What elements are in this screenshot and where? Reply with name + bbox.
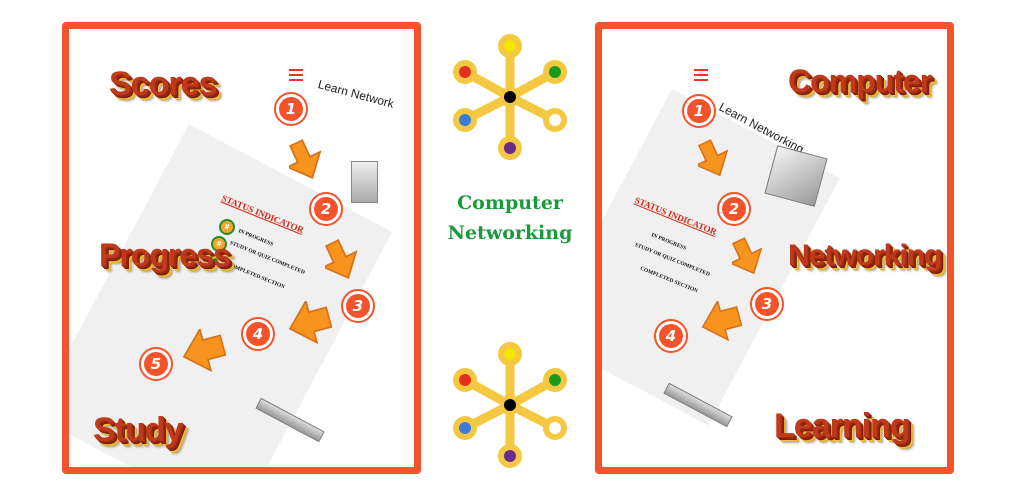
center-title: Computer Networking [440,192,580,244]
step-3[interactable]: 3 [341,289,375,323]
step-2[interactable]: 2 [717,192,751,226]
arrow-icon [288,301,332,345]
arrow-icon [701,301,742,342]
step-1[interactable]: 1 [274,92,308,126]
status-badge-in-progress: # [219,219,235,235]
arrow-icon [732,237,763,275]
step-3[interactable]: 3 [750,287,784,321]
server-icon [351,161,378,203]
menu-icon[interactable] [289,69,303,84]
step-1[interactable]: 1 [682,94,716,128]
arrow-icon [182,329,226,373]
word-study: Study [93,411,183,449]
word-networking: Networking [788,239,942,272]
right-panel: Learn Networking 1 2 3 4 STATUS INDICATO… [595,22,954,474]
arrow-icon [698,139,729,177]
step-4[interactable]: 4 [241,317,275,351]
word-progress: Progress [99,237,231,273]
center-title-line2: Networking [447,222,573,244]
network-molecule-icon [453,342,567,468]
word-scores: Scores [109,65,217,103]
arrow-icon [289,139,322,179]
center-title-line1: Computer [457,192,563,214]
step-2[interactable]: 2 [309,192,343,226]
step-4[interactable]: 4 [654,319,688,353]
word-computer: Computer [788,63,932,99]
status-badge-study: # [211,236,227,252]
menu-icon[interactable] [694,69,708,84]
status-badge-completed: # [203,253,219,269]
arrow-icon [325,239,358,279]
word-learning: Learning [774,407,911,445]
network-molecule-icon [453,34,567,160]
left-panel: Learn Network 1 2 3 4 5 STATUS INDICATOR… [62,22,421,474]
step-5[interactable]: 5 [139,347,173,381]
app-title: Learn Network [316,77,396,111]
